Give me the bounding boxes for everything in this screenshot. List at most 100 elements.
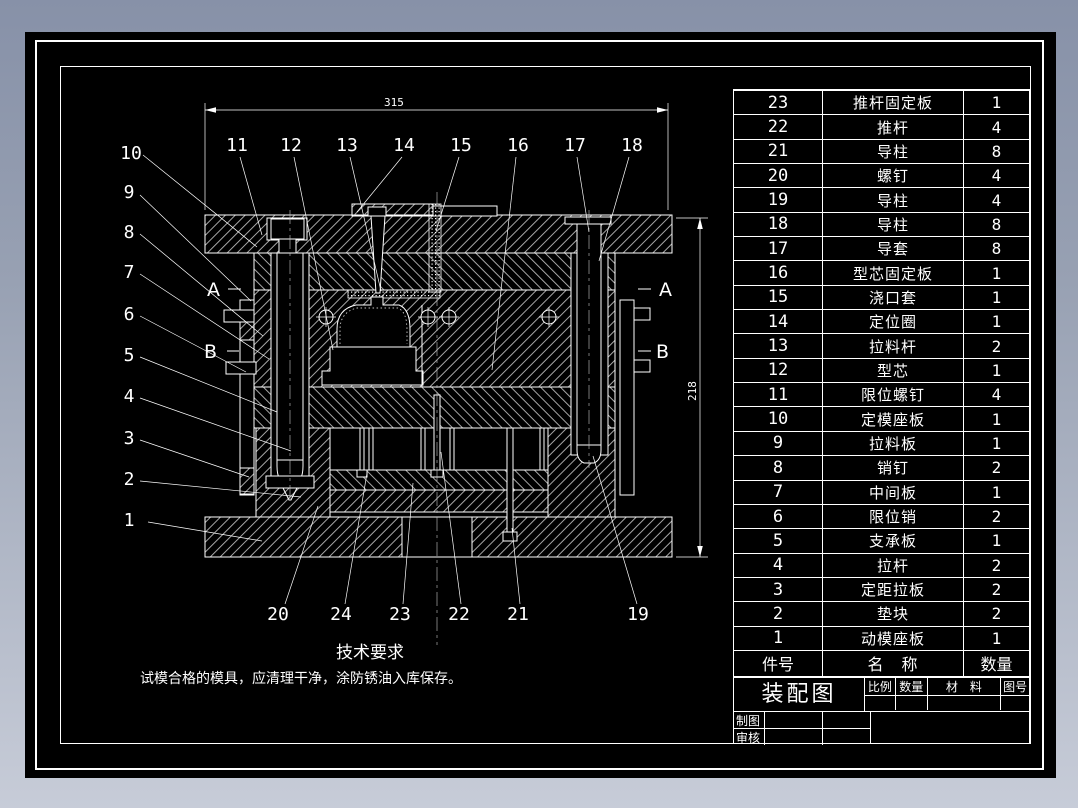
callout-3: 3 — [124, 428, 135, 449]
part-number: 13 — [767, 336, 789, 357]
callout-16: 16 — [507, 135, 529, 156]
part-qty: 2 — [963, 334, 1029, 358]
callout-5: 5 — [124, 345, 135, 366]
part-number: 10 — [767, 409, 789, 430]
part-name: 导套 — [822, 237, 963, 261]
qty-value — [894, 695, 927, 710]
title-block-signatures: 制图 审核 — [734, 710, 1029, 745]
part-number: 19 — [767, 190, 789, 211]
part-number: 3 — [772, 579, 784, 600]
table-row: 22 推杆 4 — [734, 114, 1029, 139]
part-number: 9 — [772, 433, 784, 454]
part-name: 拉杆 — [822, 553, 963, 577]
part-name: 型芯 — [822, 358, 963, 383]
part-name: 推杆固定板 — [822, 91, 963, 115]
part-number: 17 — [767, 238, 789, 259]
sprue-bushing — [347, 203, 442, 299]
table-row: 4 拉杆 2 — [734, 552, 1029, 577]
part-qty: 1 — [963, 407, 1029, 431]
part-name: 定模座板 — [822, 407, 963, 431]
callout-21: 21 — [507, 604, 529, 625]
material-label: 材 料 — [926, 677, 1001, 695]
table-row: 8 销钉 2 — [734, 455, 1029, 480]
part-name: 推杆 — [822, 115, 963, 139]
part-qty: 4 — [963, 164, 1029, 188]
part-qty: 1 — [963, 261, 1029, 285]
part-name: 导柱 — [822, 188, 963, 212]
callout-12: 12 — [280, 135, 302, 156]
callout-11: 11 — [226, 135, 248, 156]
callout-24: 24 — [330, 604, 352, 625]
section-label-b-left: B — [204, 341, 217, 363]
callout-14: 14 — [393, 135, 415, 156]
table-row: 16 型芯固定板 1 — [734, 260, 1029, 285]
tech-req-note: 试模合格的模具，应清理干净，涂防锈油入库保存。 — [140, 670, 462, 687]
callout-17: 17 — [564, 135, 586, 156]
part-name: 中间板 — [822, 480, 963, 504]
qty-label: 数量 — [894, 677, 927, 695]
callout-6: 6 — [124, 304, 135, 325]
part-qty: 1 — [963, 529, 1029, 553]
part-qty: 1 — [963, 358, 1029, 383]
part-qty: 1 — [963, 285, 1029, 310]
tech-req-title: 技术要求 — [336, 643, 404, 663]
table-row: 1 动模座板 1 — [734, 625, 1029, 650]
part-qty: 2 — [963, 553, 1029, 577]
drawing-no-label: 图号 — [1000, 677, 1029, 695]
callout-22: 22 — [448, 604, 470, 625]
callout-19: 19 — [627, 604, 649, 625]
header-part-number: 件号 — [761, 655, 794, 675]
drafter-name — [764, 711, 822, 729]
part-qty: 8 — [963, 237, 1029, 261]
part-number: 20 — [767, 165, 789, 186]
part-qty: 4 — [963, 188, 1029, 212]
part-qty: 8 — [963, 212, 1029, 237]
part-qty: 1 — [963, 91, 1029, 115]
part-qty: 4 — [963, 115, 1029, 139]
core-cavity — [321, 296, 424, 387]
mold-section — [204, 192, 673, 645]
table-row: 17 导套 8 — [734, 236, 1029, 261]
table-row: 5 支承板 1 — [734, 528, 1029, 553]
table-row: 7 中间板 1 — [734, 479, 1029, 504]
part-qty: 2 — [963, 504, 1029, 529]
locating-ring — [351, 203, 434, 217]
table-row: 6 限位销 2 — [734, 503, 1029, 529]
callout-13: 13 — [336, 135, 358, 156]
part-number: 4 — [772, 555, 784, 576]
part-name: 定位圈 — [822, 310, 963, 334]
part-name: 螺钉 — [822, 164, 963, 188]
part-name: 拉料板 — [822, 431, 963, 456]
part-qty: 1 — [963, 431, 1029, 456]
part-name: 限位销 — [822, 504, 963, 529]
dimension-width: 315 — [204, 96, 669, 210]
callout-20: 20 — [267, 604, 289, 625]
part-qty: 2 — [963, 602, 1029, 626]
part-number: 16 — [767, 263, 789, 284]
callout-4: 4 — [124, 386, 135, 407]
section-label-a-right: A — [659, 279, 672, 301]
bom-header-row: 件号 名 称 数量 — [734, 649, 1029, 676]
right-distance-plate — [619, 299, 651, 496]
part-number: 1 — [772, 628, 784, 649]
part-name: 垫块 — [822, 602, 963, 626]
left-guide-pillar — [265, 217, 315, 501]
dimension-height: 218 — [676, 217, 708, 558]
callout-7: 7 — [124, 262, 135, 283]
table-row: 20 螺钉 4 — [734, 163, 1029, 188]
part-qty: 1 — [963, 310, 1029, 334]
table-row: 3 定距拉板 2 — [734, 576, 1029, 602]
checker-label: 审核 — [736, 730, 761, 745]
dim-315: 315 — [384, 96, 404, 109]
part-qty: 1 — [963, 626, 1029, 650]
part-qty: 2 — [963, 577, 1029, 602]
drafter-date — [822, 711, 870, 729]
ejector-plate — [329, 489, 549, 513]
callout-23: 23 — [389, 604, 411, 625]
bottom-clamp-plate-left — [204, 516, 403, 558]
table-row: 10 定模座板 1 — [734, 406, 1029, 431]
part-number: 22 — [767, 117, 789, 138]
callout-2: 2 — [124, 469, 135, 490]
dim-218: 218 — [686, 381, 699, 401]
